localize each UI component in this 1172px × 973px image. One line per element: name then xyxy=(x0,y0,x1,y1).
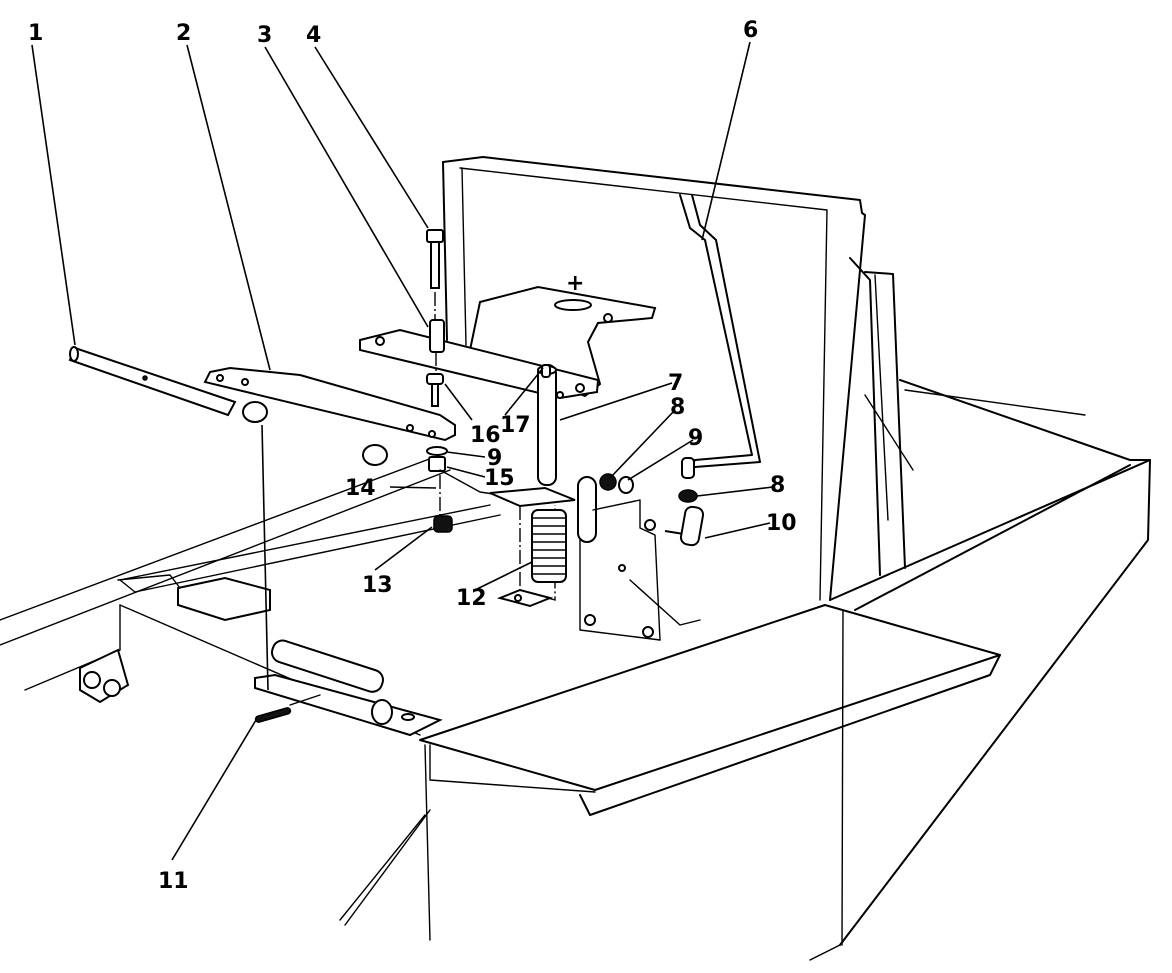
callout-7: 7 xyxy=(668,371,683,396)
leader-lines xyxy=(31,41,774,861)
callout-13: 13 xyxy=(362,573,393,598)
lever-plate xyxy=(203,366,456,466)
machine-frame xyxy=(0,257,1151,961)
callout-4: 4 xyxy=(306,23,321,48)
nuts-washers xyxy=(599,473,698,503)
bolt-stack xyxy=(426,229,501,533)
callout-16: 16 xyxy=(470,423,501,448)
callout-2: 2 xyxy=(176,21,191,46)
actuator-rod xyxy=(679,194,761,479)
callout-12: 12 xyxy=(456,586,487,611)
callout-6: 6 xyxy=(743,18,758,43)
callout-8b: 8 xyxy=(770,473,785,498)
center-marker: + xyxy=(566,271,584,296)
spring-assembly xyxy=(489,486,576,608)
side-bracket xyxy=(577,476,705,641)
callout-9a: 9 xyxy=(688,426,703,451)
callout-10: 10 xyxy=(766,511,797,536)
callout-8a: 8 xyxy=(670,395,685,420)
hinge-assembly xyxy=(79,574,443,737)
callout-11: 11 xyxy=(158,869,189,894)
shaft xyxy=(68,346,237,417)
callout-1: 1 xyxy=(28,21,43,46)
callout-labels: 1 2 3 4 6 7 8 9 8 10 9 15 14 13 12 16 17… xyxy=(28,18,797,894)
callout-3: 3 xyxy=(257,23,272,48)
callout-17: 17 xyxy=(500,413,531,438)
callout-15: 15 xyxy=(484,466,515,491)
pin xyxy=(537,364,557,486)
coil-spring xyxy=(531,509,567,583)
callout-9b: 9 xyxy=(487,446,502,471)
callout-14: 14 xyxy=(345,476,376,501)
back-plate xyxy=(442,156,866,601)
